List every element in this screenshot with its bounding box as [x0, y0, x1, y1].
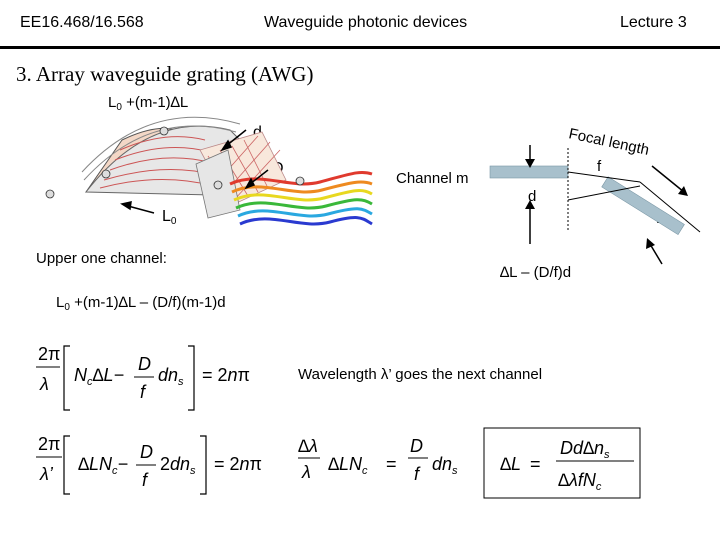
course-code: EE16.468/16.568 [20, 14, 144, 31]
svg-text:λ’: λ’ [39, 464, 54, 484]
focal-length-label: Focal length [567, 125, 650, 159]
svg-text:dns: dns [158, 365, 184, 388]
svg-text:=: = [530, 454, 541, 474]
svg-text:D: D [410, 436, 423, 456]
svg-text:λ: λ [39, 374, 49, 394]
equation-2: 2π λ’ ∆LNc− D f 2dns = 2nπ [36, 434, 262, 495]
svg-text:∆LNc−: ∆LNc− [78, 454, 128, 477]
path-length-label: L0 +(m-1)∆L [108, 94, 189, 113]
svg-text:f: f [140, 382, 147, 402]
diagram-arrows [120, 129, 269, 214]
svg-text:f: f [142, 470, 149, 490]
svg-text:Nc∆L−: Nc∆L− [74, 365, 124, 388]
svg-text:D: D [140, 442, 153, 462]
svg-text:2π: 2π [38, 344, 60, 364]
output-waveguides [229, 170, 373, 226]
pitch-d-label: d [253, 124, 262, 141]
equation-3: ∆λ λ ∆LNc = D f dns [298, 436, 458, 484]
equation-4-boxed: ∆L = Dd∆ns ∆λfNc [483, 427, 641, 499]
optical-path-expression: L0 +(m-1)∆L – (D/f)(m-1)d [56, 294, 226, 313]
svg-text:∆λfNc: ∆λfNc [558, 470, 602, 493]
wavelength-note: Wavelength λ’ goes the next channel [298, 366, 543, 383]
lecture-number: Lecture 3 [620, 14, 687, 31]
length-L0-label: L0 [162, 208, 177, 227]
svg-text:Dd∆ns: Dd∆ns [560, 438, 610, 461]
svg-text:∆L: ∆L [500, 454, 521, 474]
upper-channel-heading: Upper one channel: [36, 250, 167, 267]
focal-geometry [489, 145, 701, 265]
delta-L-expression: ∆L – (D/f)d [500, 264, 572, 281]
slide-topic: Waveguide photonic devices [264, 14, 468, 31]
svg-text:= 2nπ: = 2nπ [214, 454, 262, 474]
focal-f-label: f [597, 158, 602, 175]
svg-text:= 2nπ: = 2nπ [202, 365, 250, 385]
port-markers [45, 126, 305, 199]
slide-title: 3. Array waveguide grating (AWG) [16, 62, 314, 86]
svg-text:2π: 2π [38, 434, 60, 454]
pitch-d2-label: d [528, 188, 537, 205]
svg-text:dns: dns [432, 454, 458, 477]
svg-text:∆LNc: ∆LNc [328, 454, 368, 477]
svg-text:∆λ: ∆λ [298, 436, 318, 456]
header-rule [0, 46, 720, 49]
equation-1: 2π λ Nc∆L− D f dns = 2nπ [36, 344, 250, 411]
svg-text:f: f [414, 464, 421, 484]
channel-m-label: Channel m [396, 170, 469, 187]
svg-text:λ: λ [301, 462, 311, 482]
svg-text:=: = [386, 454, 397, 474]
svg-text:2dns: 2dns [160, 454, 196, 477]
svg-text:D: D [138, 354, 151, 374]
